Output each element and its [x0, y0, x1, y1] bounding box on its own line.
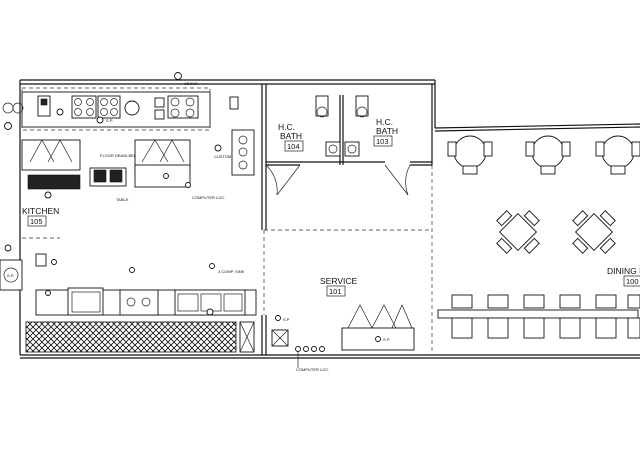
comp-sink-note: 3 COMP. SINK	[218, 269, 245, 274]
outer-walls	[19, 79, 640, 359]
kitchen-name: KITCHEN	[22, 206, 59, 216]
booth-5	[595, 294, 617, 339]
floor-drain-note: FLOOR DRAIN BELOW	[100, 153, 143, 158]
booth-6	[627, 294, 640, 339]
kitchen-number-box	[27, 215, 47, 227]
dining-square-tables	[496, 210, 616, 254]
bath-103: H.C. BATH 103	[344, 95, 398, 157]
dining-number-box	[623, 275, 640, 287]
kitchen-cookline: ABOVE S.P.	[2, 72, 239, 131]
sp-small-note: S.P.	[7, 273, 14, 278]
dining-name: DINING R	[607, 266, 640, 276]
bath1-name-line1: H.C.	[278, 122, 295, 132]
service-counter: S.P. S.P. COMPUTER LOC.	[271, 304, 415, 372]
bath1-number: 104	[287, 142, 300, 151]
interior-walls	[261, 84, 433, 355]
bath2-name-line2: BATH	[376, 126, 398, 136]
computer-loc-kitchen: COMPUTER LOC.	[192, 195, 225, 200]
above-note: ABOVE	[184, 81, 198, 86]
sp-kitchen-note: S.P.	[106, 118, 113, 123]
square-table-2	[572, 210, 616, 254]
dining-booths	[437, 294, 640, 339]
bath2-name-line1: H.C.	[376, 117, 393, 127]
round-table-2	[525, 135, 571, 175]
service-number: 101	[329, 287, 342, 296]
bath-104: H.C. BATH 104	[278, 95, 341, 157]
service-number-box	[326, 285, 346, 297]
booth-4	[559, 294, 581, 339]
booth-1	[451, 294, 473, 339]
dining-round-tables	[447, 135, 640, 175]
bath2-number: 103	[376, 137, 389, 146]
range-burners-left	[2, 95, 239, 120]
square-table-1	[496, 210, 540, 254]
sp-service-note: S.P.	[283, 317, 290, 322]
service-name: SERVICE	[320, 276, 357, 286]
table-note: TABLE	[116, 197, 129, 202]
custom-note: CUSTOM	[214, 154, 231, 159]
hatched-floor-drain	[25, 321, 237, 353]
round-table-1	[447, 135, 493, 175]
booth-3	[523, 294, 545, 339]
round-table-3	[595, 135, 640, 175]
kitchen-prep: FLOOR DRAIN BELOW TABLE COMPUTER LOC.	[21, 139, 225, 202]
kitchen-number: 105	[30, 217, 43, 226]
sp-counter-note: S.P.	[383, 337, 390, 342]
bath1-name-line2: BATH	[280, 131, 302, 141]
booth-2	[487, 294, 509, 339]
kitchen-lower-line: S.P. 3 COMP. SINK	[0, 237, 257, 316]
computer-loc-service: COMPUTER LOC.	[296, 367, 329, 372]
custom-equipment: CUSTOM	[214, 129, 255, 176]
dining-number: 100	[626, 277, 639, 286]
doors	[265, 164, 411, 196]
